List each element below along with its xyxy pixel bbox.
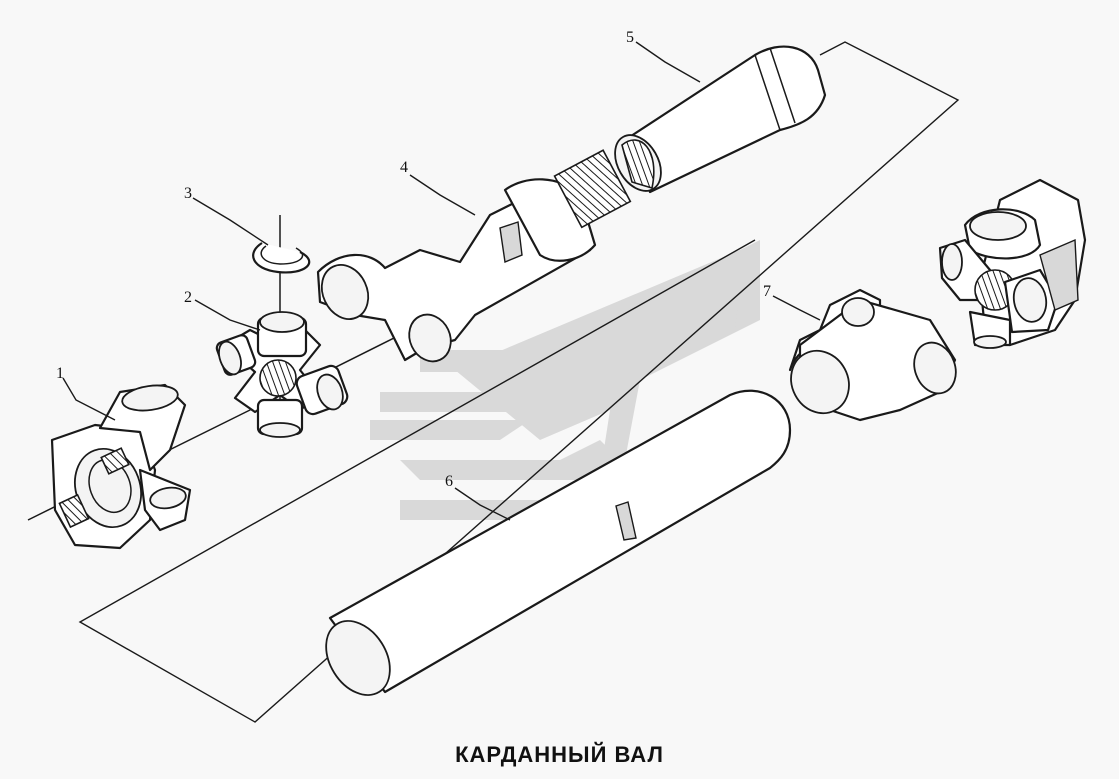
main-tube xyxy=(325,389,792,696)
weld-yoke xyxy=(788,288,957,422)
diagram-caption: КАРДАННЫЙ ВАЛ xyxy=(455,742,664,767)
assembly-outline xyxy=(78,41,960,723)
rear-flange-yoke-assembly xyxy=(938,178,1087,349)
snap-ring xyxy=(252,242,311,274)
callout-6: 6 xyxy=(445,473,453,490)
universal-joint-cross xyxy=(215,311,349,438)
callout-2: 2 xyxy=(184,289,192,306)
callout-labels: 1 2 3 4 5 6 7 xyxy=(56,29,771,490)
watermark-logo xyxy=(370,240,760,545)
callout-7: 7 xyxy=(763,283,771,300)
callout-4: 4 xyxy=(400,159,408,176)
callout-5: 5 xyxy=(626,29,634,46)
slip-sleeve-tube xyxy=(614,45,827,194)
slip-yoke-shaft xyxy=(316,149,632,363)
leader-lines xyxy=(62,41,821,521)
callout-3: 3 xyxy=(184,185,192,202)
callout-1: 1 xyxy=(56,365,64,382)
flange-yoke xyxy=(50,383,192,550)
